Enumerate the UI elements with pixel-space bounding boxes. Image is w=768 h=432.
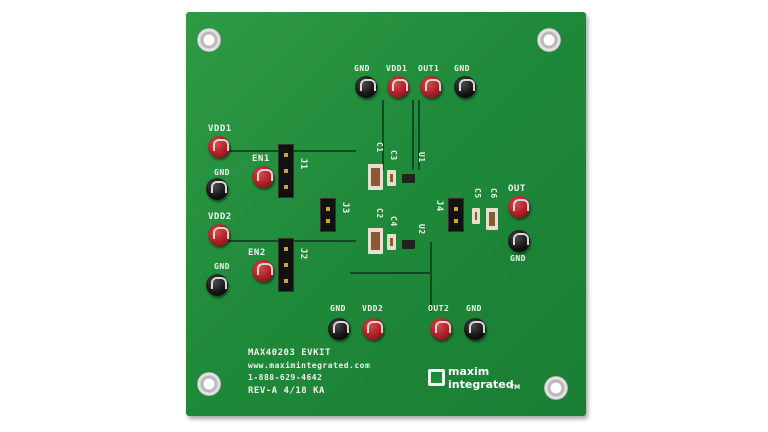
test-point-vdd1-left[interactable] [208, 136, 230, 162]
mounting-hole-top-right [537, 28, 561, 52]
label-vdd2-bottom: VDD2 [362, 304, 384, 313]
test-point-vdd1-top[interactable] [387, 76, 409, 102]
capacitor-c5 [472, 208, 480, 224]
label-c1: C1 [375, 142, 384, 153]
label-out-right: OUT [508, 184, 526, 194]
logo-line1: maxim [448, 365, 490, 378]
test-point-out2-bottom[interactable] [430, 318, 452, 344]
test-point-gnd-left-1[interactable] [206, 178, 228, 204]
test-point-gnd-right[interactable] [508, 230, 530, 256]
trace [350, 272, 430, 274]
test-point-gnd-top-right[interactable] [454, 76, 476, 102]
ic-u2 [402, 240, 415, 249]
label-gnd-bottom-left: GND [330, 304, 346, 313]
label-j1: J1 [298, 158, 308, 170]
logo-tm: TM [510, 384, 521, 391]
label-j3: J3 [340, 202, 350, 214]
capacitor-c3 [387, 170, 396, 186]
test-point-en1[interactable] [252, 166, 274, 192]
label-en1: EN1 [252, 154, 270, 164]
header-j1[interactable] [278, 144, 294, 198]
test-point-gnd-left-2[interactable] [206, 274, 228, 300]
board-website: www.maximintegrated.com [248, 361, 371, 370]
header-j4[interactable] [448, 198, 464, 232]
board-revision: REV-A 4/18 KA [248, 386, 325, 396]
label-gnd-top-left: GND [354, 64, 370, 73]
capacitor-c6 [486, 208, 498, 230]
test-point-vdd2-left[interactable] [208, 224, 230, 250]
test-point-out-right[interactable] [508, 196, 530, 222]
label-j2: J2 [298, 248, 308, 260]
label-gnd-left-1: GND [214, 168, 230, 177]
ic-u1 [402, 174, 415, 183]
label-c2: C2 [375, 208, 384, 219]
label-c6: C6 [489, 188, 498, 199]
label-c4: C4 [389, 216, 398, 227]
header-j2[interactable] [278, 238, 294, 292]
maxim-logo-icon [428, 369, 445, 386]
trace [430, 242, 432, 312]
trace [418, 100, 420, 170]
trace [412, 100, 414, 170]
pcb-board: GND VDD1 OUT1 GND VDD1 GND VDD2 GND EN1 … [186, 12, 586, 416]
label-c3: C3 [389, 150, 398, 161]
label-vdd1-left: VDD1 [208, 124, 232, 134]
label-u1: U1 [417, 152, 426, 163]
test-point-gnd-bottom-left[interactable] [328, 318, 350, 344]
label-gnd-left-2: GND [214, 262, 230, 271]
mounting-hole-top-left [197, 28, 221, 52]
label-out1-top: OUT1 [418, 64, 440, 73]
label-u2: U2 [417, 224, 426, 235]
label-j4: J4 [434, 200, 444, 212]
mounting-hole-bottom-right [544, 376, 568, 400]
capacitor-c1 [368, 164, 383, 190]
test-point-gnd-bottom-right[interactable] [464, 318, 486, 344]
board-title: MAX40203 EVKIT [248, 348, 331, 358]
test-point-out1-top[interactable] [420, 76, 442, 102]
label-c5: C5 [473, 188, 482, 199]
trace [382, 100, 384, 170]
mounting-hole-bottom-left [197, 372, 221, 396]
capacitor-c4 [387, 234, 396, 250]
label-gnd-right: GND [510, 254, 526, 263]
test-point-vdd2-bottom[interactable] [362, 318, 384, 344]
label-vdd1-top: VDD1 [386, 64, 408, 73]
label-gnd-bottom-right: GND [466, 304, 482, 313]
capacitor-c2 [368, 228, 383, 254]
logo-line2: integrated [448, 378, 514, 391]
test-point-gnd-top-left[interactable] [355, 76, 377, 102]
header-j3[interactable] [320, 198, 336, 232]
label-gnd-top-right: GND [454, 64, 470, 73]
label-out2-bottom: OUT2 [428, 304, 450, 313]
label-vdd2-left: VDD2 [208, 212, 232, 222]
test-point-en2[interactable] [252, 260, 274, 286]
board-phone: 1-888-629-4642 [248, 373, 323, 382]
label-en2: EN2 [248, 248, 266, 258]
